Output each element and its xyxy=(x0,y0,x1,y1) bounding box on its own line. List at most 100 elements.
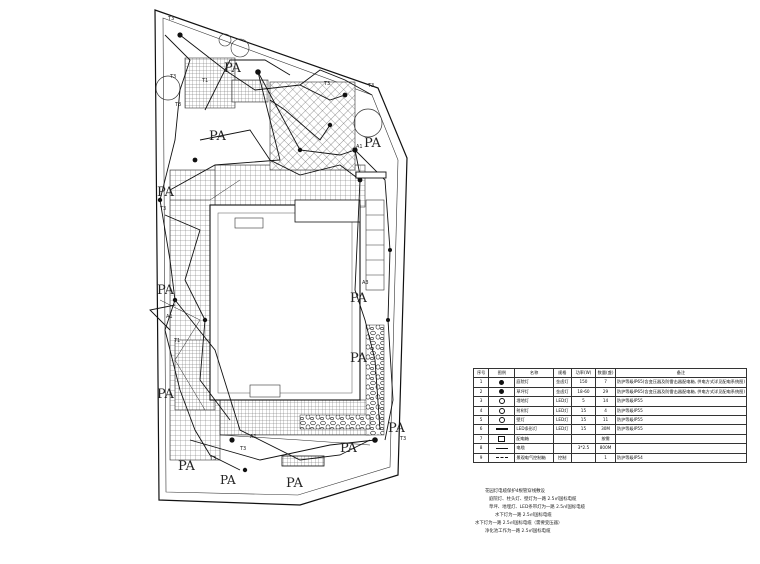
legend-cell-power: 18-60 xyxy=(570,386,597,398)
legend-cell-no: 9 xyxy=(472,452,490,463)
light-fixtures xyxy=(157,32,392,473)
svg-text:T1: T1 xyxy=(201,78,208,84)
legend-header: 备注 xyxy=(614,367,748,379)
legend-cell-power: 3*2.5 xyxy=(570,443,597,454)
pa-label: PA xyxy=(364,136,382,151)
pa-label: PA xyxy=(157,387,175,402)
svg-text:A1: A1 xyxy=(250,434,257,440)
legend-cell-note: 防护等级IP55 xyxy=(614,405,748,416)
stone-path-east xyxy=(365,324,385,436)
legend-cell-power: 5 xyxy=(570,396,597,407)
legend-cell-no: 4 xyxy=(472,405,490,416)
pa-label: PA xyxy=(157,283,175,298)
legend-cell-name: 景观电气控制箱 xyxy=(514,452,554,463)
svg-text:T3: T3 xyxy=(367,83,374,89)
building-inner xyxy=(217,212,353,394)
legend-cell-qty: 30M xyxy=(595,424,616,435)
tree-nw xyxy=(155,75,181,101)
note-line: 草坪、地埋灯、LED条带灯为一路 2.5㎡国标电缆 xyxy=(489,505,586,511)
legend-cell-note: 防护等级IP55 xyxy=(614,424,748,435)
tree-north xyxy=(230,38,250,58)
legend-symbol xyxy=(488,452,516,463)
legend-header: 名称 xyxy=(514,367,554,379)
legend-cell-spec: LED灯 xyxy=(552,396,572,407)
legend-cell-qty: 1 xyxy=(595,452,616,463)
pa-label: PA xyxy=(220,473,236,487)
legend-cell-name: 庭院灯 xyxy=(514,377,554,388)
legend-cell-spec: LED灯 xyxy=(552,414,572,426)
legend-cell-power: 15 xyxy=(570,414,597,426)
building-entry-north xyxy=(234,217,264,229)
legend-cell-power: 15 xyxy=(570,424,597,435)
bench-south xyxy=(281,455,325,467)
stair-steps xyxy=(366,214,384,276)
site-boundary xyxy=(154,9,408,506)
legend-cell-note: 防护等级IP65(含变压器及防雷击器配电箱, 供电方式详见配电系统图) xyxy=(614,386,748,398)
svg-text:A3: A3 xyxy=(362,280,369,286)
legend-cell-spec: LED灯 xyxy=(552,405,572,416)
legend-cell-no: 1 xyxy=(472,377,490,388)
legend-cell-qty: 14 xyxy=(595,396,616,407)
legend-cell-name: LED条形灯 xyxy=(514,424,554,435)
fixture-tags: T3 T3 T3 T1 T3 A1 T3 A1 T3 T1 A3 T3 T3 A… xyxy=(159,16,406,462)
pa-label: PA xyxy=(178,459,196,474)
note-line: 水下灯为一路 2.5㎡国标电缆（需要变压器） xyxy=(475,521,563,527)
legend-cell-spec: 金卤灯 xyxy=(552,377,572,388)
legend-symbol-icon xyxy=(499,380,505,386)
legend-cell-qty: 29 xyxy=(595,386,616,398)
legend-cell-spec: 金卤灯 xyxy=(552,386,572,398)
tree-north-2 xyxy=(218,33,232,47)
legend-header: 功率(W) xyxy=(570,367,597,379)
legend-symbol xyxy=(488,386,516,398)
cable-routes-thin xyxy=(159,179,371,446)
legend-symbol xyxy=(488,377,516,388)
legend-symbol-icon xyxy=(495,428,508,431)
distribution-box xyxy=(355,171,387,179)
legend-cell-spec: 控制 xyxy=(552,452,572,463)
legend-cell-qty: 7 xyxy=(595,377,616,388)
note-line: 庭院灯、柱头灯、壁灯为一路 2.5㎡国标电缆 xyxy=(489,497,577,503)
legend-symbol xyxy=(488,405,516,416)
pa-label: PA xyxy=(350,351,368,366)
pa-label: PA xyxy=(350,291,368,306)
legend-cell-no: 8 xyxy=(472,443,490,454)
legend-cell-power: 15 xyxy=(570,405,597,416)
legend-symbol-icon xyxy=(495,457,508,459)
legend-symbol xyxy=(488,414,516,426)
legend-symbol-icon xyxy=(498,435,506,442)
legend-cell-no: 6 xyxy=(472,424,490,435)
cable-routes xyxy=(149,34,394,471)
svg-text:T1: T1 xyxy=(173,338,180,344)
paving-court-north xyxy=(269,81,356,171)
legend-cell-power: 150 xyxy=(570,377,597,388)
legend-header: 序号 xyxy=(472,367,490,379)
legend-cell-spec xyxy=(552,433,572,445)
pa-label: PA xyxy=(286,476,304,491)
legend-cell-power xyxy=(570,433,597,445)
pa-label: PA xyxy=(157,185,175,200)
legend-header: 图例 xyxy=(488,367,516,379)
building-entry-south xyxy=(249,384,281,398)
legend-cell-note: 防护等级IP55 xyxy=(614,414,748,426)
legend-cell-note xyxy=(614,443,748,454)
legend-cell-qty: 4 xyxy=(595,405,616,416)
legend-symbol-icon xyxy=(498,407,505,414)
note-line: 水下灯为一路 2.5㎡国标电缆 xyxy=(495,513,552,519)
legend-cell-power xyxy=(570,452,597,463)
legend-symbol xyxy=(488,443,516,454)
legend-cell-no: 3 xyxy=(472,396,490,407)
legend-cell-note: 防护等级IP65(含变压器及防雷击器配电箱, 供电方式详见配电系统图) xyxy=(614,377,748,388)
legend-header: 数量(盏) xyxy=(595,367,616,379)
svg-text:T3: T3 xyxy=(323,81,330,87)
building-upper-block xyxy=(294,199,361,223)
legend-cell-note xyxy=(614,433,748,445)
pa-label: PA xyxy=(340,441,358,456)
pa-label: PA xyxy=(388,421,406,436)
